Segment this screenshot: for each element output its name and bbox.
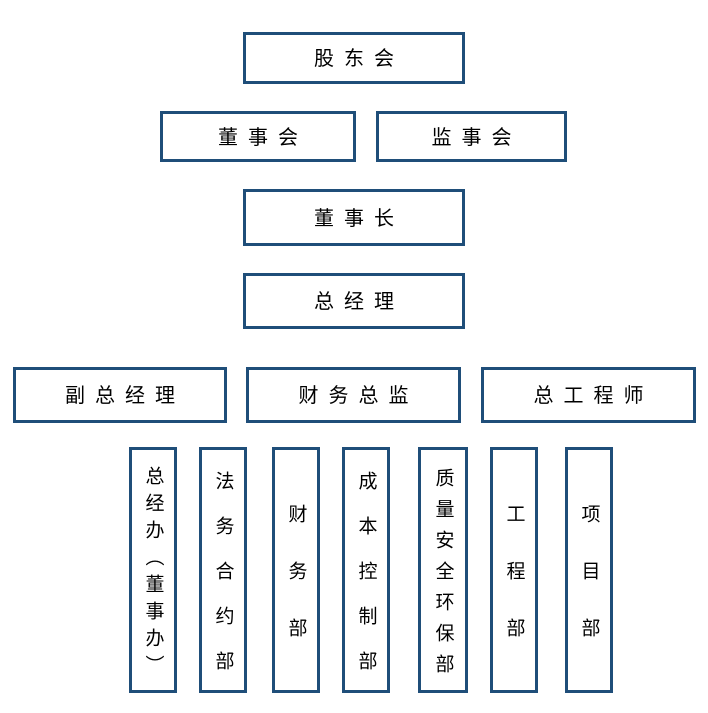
node-chairman: 董事长 (243, 189, 465, 246)
node-dept-legal-contract: 法务合约部 (199, 447, 247, 696)
node-general-manager: 总经理 (243, 273, 465, 329)
node-dept-legal-contract-label: 法务合约部 (212, 470, 235, 696)
node-dept-engineering: 工程部 (490, 447, 538, 693)
node-supervisory-board: 监事会 (376, 111, 567, 162)
node-chief-engineer-label: 总工程师 (533, 383, 654, 407)
node-dept-quality-safety-env: 质量安全环保部 (418, 447, 468, 693)
node-finance-director-label: 财务总监 (298, 383, 419, 407)
node-dept-cost-control-label: 成本控制部 (355, 470, 378, 696)
node-dept-cost-control: 成本控制部 (342, 447, 390, 696)
node-dept-quality-safety-env-label: 质量安全环保部 (432, 467, 455, 685)
node-shareholders-meeting-label: 股东会 (314, 46, 404, 70)
node-dept-gm-office-label: 总经办（董事办） (142, 466, 165, 682)
node-supervisory-board-label: 监事会 (431, 124, 522, 149)
node-general-manager-label: 总经理 (314, 289, 404, 313)
node-dept-project-label: 项目部 (578, 503, 601, 675)
node-board-of-directors: 董事会 (160, 111, 356, 162)
node-dept-project: 项目部 (565, 447, 613, 693)
node-board-of-directors-label: 董事会 (218, 124, 308, 149)
node-chief-engineer: 总工程师 (481, 367, 696, 423)
node-dept-finance: 财务部 (272, 447, 320, 693)
node-dept-finance-label: 财务部 (285, 503, 308, 675)
node-deputy-general-manager-label: 副总经理 (65, 383, 185, 407)
node-finance-director: 财务总监 (246, 367, 461, 423)
node-shareholders-meeting: 股东会 (243, 32, 465, 84)
node-chairman-label: 董事长 (314, 205, 404, 230)
node-dept-gm-office: 总经办（董事办） (129, 447, 177, 693)
node-deputy-general-manager: 副总经理 (13, 367, 227, 423)
node-dept-engineering-label: 工程部 (503, 503, 526, 675)
